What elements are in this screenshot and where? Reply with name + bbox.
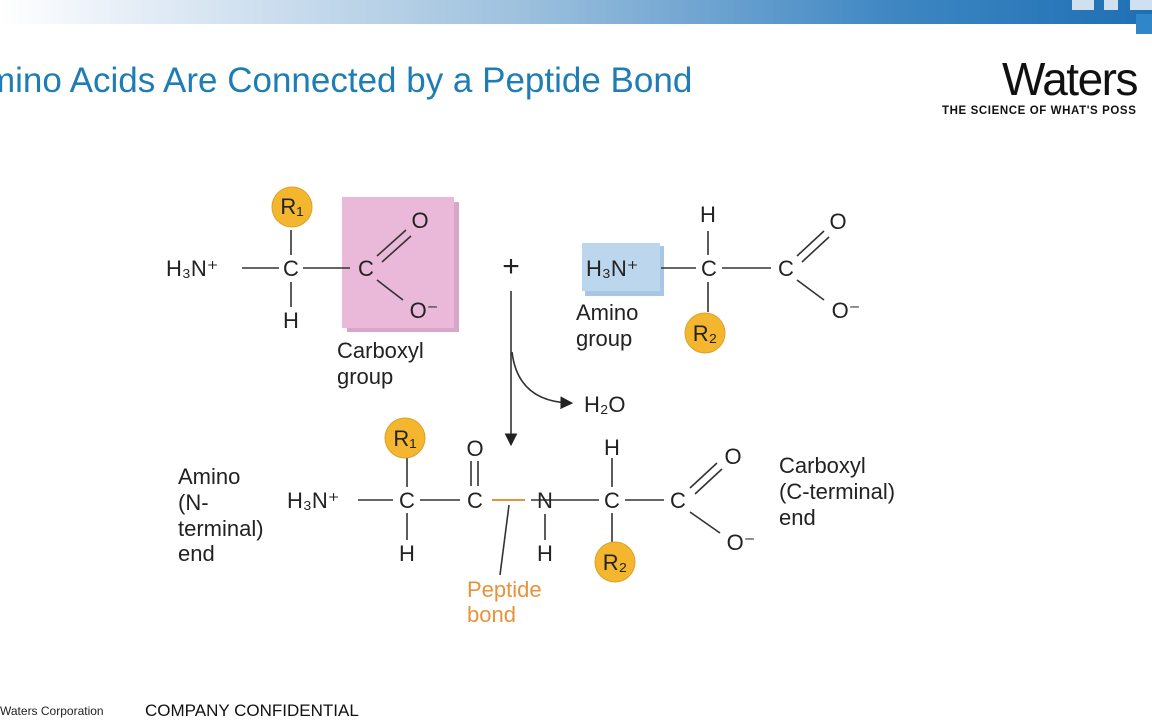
water-molecule: H₂O bbox=[584, 392, 626, 417]
carbonyl-oxygen: O bbox=[411, 208, 428, 233]
alpha-carbon: C bbox=[701, 256, 717, 281]
r1-circle-dipeptide bbox=[384, 417, 426, 459]
hydrogen-atom: H bbox=[700, 202, 716, 227]
oxide-ion: O⁻ bbox=[410, 298, 439, 323]
c-terminal-label: Carboxyl bbox=[779, 453, 866, 478]
n-terminal-label: (N- bbox=[178, 490, 209, 515]
bond bbox=[796, 279, 825, 301]
amino-group-label: group bbox=[576, 326, 632, 351]
hydrogen-atom: H bbox=[399, 541, 415, 566]
r1-label: R₁ bbox=[393, 426, 416, 451]
carboxyl-group-highlight-front bbox=[342, 197, 454, 328]
nitrogen-atom: N bbox=[537, 488, 553, 513]
carbonyl-oxygen: O bbox=[829, 209, 846, 234]
peptide-bond-label: Peptide bbox=[467, 577, 542, 602]
ammonium-group: H₃N⁺ bbox=[166, 256, 218, 281]
carbonyl-oxygen: O bbox=[466, 436, 483, 461]
alpha-carbon: C bbox=[283, 256, 299, 281]
carboxyl-group-label: Carboxyl bbox=[337, 338, 424, 363]
n-terminal-label: end bbox=[178, 541, 215, 566]
double-bond bbox=[376, 229, 407, 257]
r1-circle bbox=[271, 186, 313, 228]
oxide-ion: O⁻ bbox=[727, 530, 756, 555]
double-bond bbox=[689, 462, 718, 489]
n-terminal-label: terminal) bbox=[178, 516, 264, 541]
r1-label: R₁ bbox=[280, 194, 303, 219]
carboxyl-carbon: C bbox=[358, 256, 374, 281]
r2-label: R₂ bbox=[603, 550, 627, 575]
oxide-ion: O⁻ bbox=[832, 298, 861, 323]
bond bbox=[376, 279, 404, 301]
double-bond bbox=[801, 236, 830, 263]
hydrogen-atom: H bbox=[283, 308, 299, 333]
peptide-bond-pointer bbox=[499, 504, 510, 576]
alpha-carbon: C bbox=[399, 488, 415, 513]
waters-logo: Waters THE SCIENCE OF WHAT'S POSS bbox=[938, 52, 1152, 124]
c-terminal-label: end bbox=[779, 505, 816, 530]
r2-circle-dipeptide bbox=[594, 541, 636, 583]
plus-sign: + bbox=[502, 250, 520, 283]
peptide-bond-label: bond bbox=[467, 602, 516, 627]
banner-square bbox=[1136, 14, 1152, 34]
amino-group-highlight-front bbox=[582, 243, 660, 291]
ammonium-group: H₃N⁺ bbox=[287, 488, 339, 513]
n-terminal-label: Amino bbox=[178, 464, 240, 489]
bond bbox=[689, 511, 721, 534]
banner-square bbox=[1072, 0, 1094, 10]
r2-label: R₂ bbox=[693, 321, 717, 346]
carbonyl-carbon: C bbox=[467, 488, 483, 513]
footer-confidential: COMPANY CONFIDENTIAL bbox=[145, 701, 359, 720]
amide-hydrogen: H bbox=[537, 541, 553, 566]
banner-square bbox=[1104, 0, 1118, 10]
banner-square bbox=[1130, 0, 1152, 10]
carboxyl-carbon: C bbox=[670, 488, 686, 513]
double-bond bbox=[694, 468, 723, 495]
logo-wordmark: Waters bbox=[1002, 53, 1138, 105]
double-bond bbox=[796, 230, 825, 257]
footer-corporation: Waters Corporation bbox=[0, 704, 104, 718]
amino-group-label: Amino bbox=[576, 300, 638, 325]
water-release-arrow bbox=[511, 351, 574, 410]
r2-circle bbox=[684, 312, 726, 354]
c-terminal-label: (C-terminal) bbox=[779, 479, 895, 504]
carboxyl-group-label: group bbox=[337, 364, 393, 389]
slide-title: mino Acids Are Connected by a Peptide Bo… bbox=[0, 61, 693, 100]
top-banner bbox=[0, 0, 1152, 34]
hydrogen-atom: H bbox=[604, 435, 620, 460]
carboxyl-carbon: C bbox=[778, 256, 794, 281]
carbonyl-oxygen: O bbox=[724, 444, 741, 469]
logo-tagline: THE SCIENCE OF WHAT'S POSS bbox=[942, 105, 1137, 117]
ammonium-group: H₃N⁺ bbox=[586, 256, 638, 281]
double-bond bbox=[381, 235, 412, 263]
alpha-carbon: C bbox=[604, 488, 620, 513]
